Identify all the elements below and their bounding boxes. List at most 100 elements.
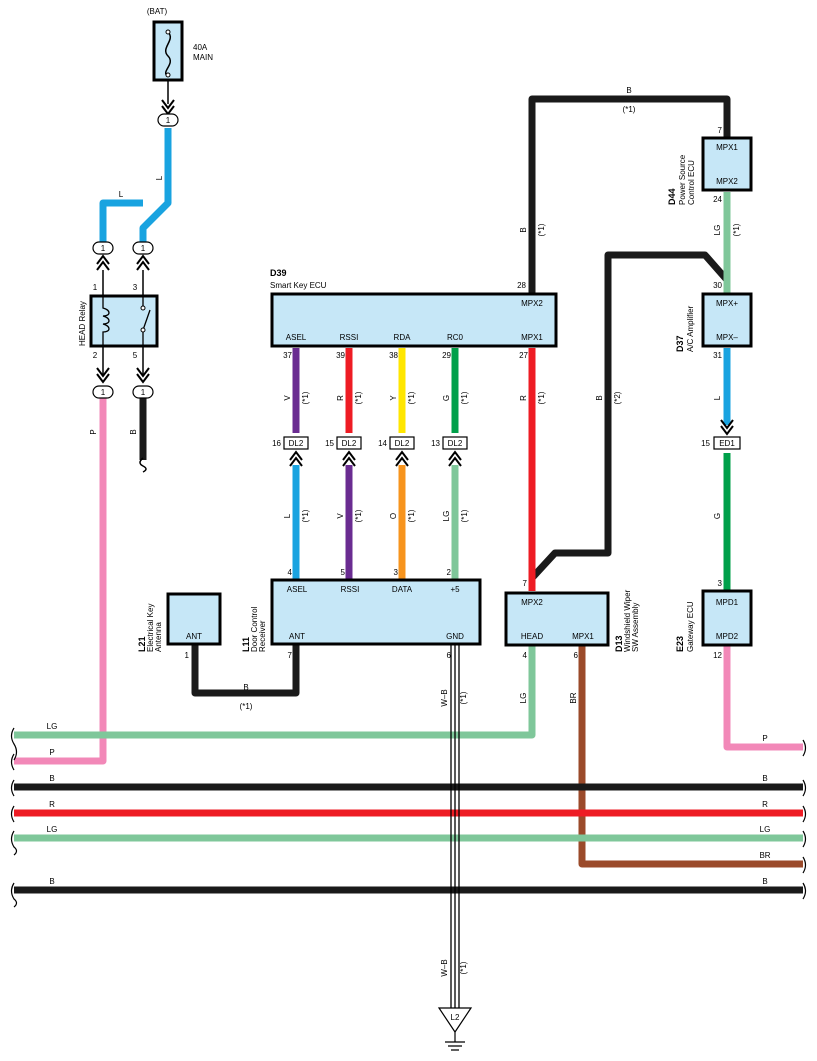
svg-text:15: 15 [701,439,710,448]
svg-text:L: L [283,513,292,518]
wire-p-relay-to-bus[interactable] [14,398,107,765]
svg-text:13: 13 [431,439,440,448]
relay-connectors-bottom: 1 1 [92,346,154,399]
svg-text:MPX1: MPX1 [572,632,594,641]
e23-gateway-ecu: MPD1 MPD2 3 12 E23 Gateway ECU [675,579,753,660]
svg-text:(*1): (*1) [407,509,416,522]
svg-text:28: 28 [517,281,526,290]
svg-text:DL2: DL2 [448,439,463,448]
svg-text:(*1): (*1) [354,509,363,522]
svg-text:B: B [49,774,54,783]
relay-connectors-top: 1 1 [92,241,154,296]
svg-text:(*1): (*1) [459,691,468,704]
svg-text:G: G [713,513,722,519]
svg-text:L: L [155,175,164,180]
svg-text:MPX1: MPX1 [521,333,543,342]
svg-text:(*1): (*1) [407,391,416,404]
relay-pin-2: 2 [93,351,98,360]
d13-name2: SW Assembly [631,603,640,652]
svg-text:MPD2: MPD2 [716,632,739,641]
svg-text:LG: LG [519,693,528,704]
svg-text:G: G [442,395,451,401]
wire-br-mpx1-to-bus[interactable] [578,646,803,868]
svg-text:HEAD: HEAD [521,632,543,641]
l11-door-control-receiver: ASEL RSSI DATA +5 ANT GND 4 5 3 2 7 6 L1… [241,568,482,660]
svg-text:RSSI: RSSI [340,333,359,342]
svg-text:6: 6 [574,651,579,660]
ground-triangle [437,1007,473,1034]
svg-text:14: 14 [378,439,387,448]
svg-text:ANT: ANT [289,632,305,641]
svg-text:39: 39 [336,351,345,360]
d44-power-source-ecu: MPX1 MPX2 7 24 D44 Power Source Control … [667,126,753,205]
l21-name2: Antenna [154,622,163,652]
svg-text:R: R [519,395,528,401]
svg-text:V: V [336,513,345,519]
svg-text:B: B [49,877,54,886]
svg-text:(*1): (*1) [623,105,636,114]
svg-text:1: 1 [141,388,146,397]
svg-text:DL2: DL2 [289,439,304,448]
svg-text:29: 29 [442,351,451,360]
main-fuse: (BAT) 40A MAIN [147,7,213,116]
svg-text:1: 1 [166,116,171,125]
svg-text:MPX2: MPX2 [716,177,738,186]
wire-lg-head-to-bus[interactable] [14,646,536,739]
fuse-rating: 40A [193,43,208,52]
svg-text:ASEL: ASEL [287,585,308,594]
svg-text:MPX2: MPX2 [521,299,543,308]
d37-name: A/C Amplifier [686,305,695,352]
svg-text:LG: LG [442,511,451,522]
svg-text:LG: LG [760,825,771,834]
svg-text:(*1): (*1) [460,391,469,404]
wire-b-d39-to-d44[interactable] [528,95,731,296]
svg-text:1: 1 [101,244,106,253]
svg-text:4: 4 [523,651,528,660]
svg-text:30: 30 [713,281,722,290]
svg-text:BR: BR [759,851,770,860]
svg-text:31: 31 [713,351,722,360]
dl2-connectors: DL2 16 DL2 15 DL2 14 DL2 13 [272,436,468,467]
svg-text:W–B: W–B [440,959,449,976]
svg-text:3: 3 [394,568,399,577]
wires [14,95,803,1008]
fuse-icon [165,31,171,77]
wire-b-antenna[interactable] [191,645,300,697]
wire-l-fuse-to-relay[interactable] [139,128,172,242]
d37-code: D37 [675,335,685,352]
connector-fuse: 1 [157,113,179,127]
svg-text:R: R [49,800,55,809]
svg-text:15: 15 [325,439,334,448]
d37-ac-amplifier: MPX+ MPX– 30 31 D37 A/C Amplifier [675,281,753,360]
svg-text:ANT: ANT [186,632,202,641]
svg-text:Y: Y [389,395,398,401]
wire-lg-d44-d37-lower[interactable] [529,251,730,581]
svg-text:MPX+: MPX+ [716,299,738,308]
l11-code: L11 [241,637,251,652]
d44-name1: Power Source [678,154,687,205]
svg-text:B: B [595,395,604,400]
svg-text:MPX–: MPX– [716,333,738,342]
svg-text:24: 24 [713,195,722,204]
fuse-name: MAIN [193,53,213,62]
svg-text:5: 5 [341,568,346,577]
svg-text:3: 3 [718,579,723,588]
ground-l2: L2 [437,1007,473,1051]
wire-l-relay-bridge[interactable] [99,199,143,242]
svg-text:(*1): (*1) [460,509,469,522]
d39-name: Smart Key ECU [270,281,327,290]
svg-text:V: V [283,395,292,401]
relay-bottom-arrow-icon [96,367,150,384]
svg-text:1: 1 [101,388,106,397]
l21-electrical-key-antenna: ANT 1 L21 Electrical Key Antenna [137,592,222,660]
e23-name: Gateway ECU [686,601,695,652]
wire-p-e23-to-bus[interactable] [723,646,803,751]
svg-text:LG: LG [713,225,722,236]
d13-code: D13 [614,635,624,652]
svg-text:7: 7 [288,651,293,660]
svg-text:4: 4 [288,568,293,577]
svg-text:16: 16 [272,439,281,448]
svg-text:38: 38 [389,351,398,360]
svg-text:LG: LG [47,825,58,834]
